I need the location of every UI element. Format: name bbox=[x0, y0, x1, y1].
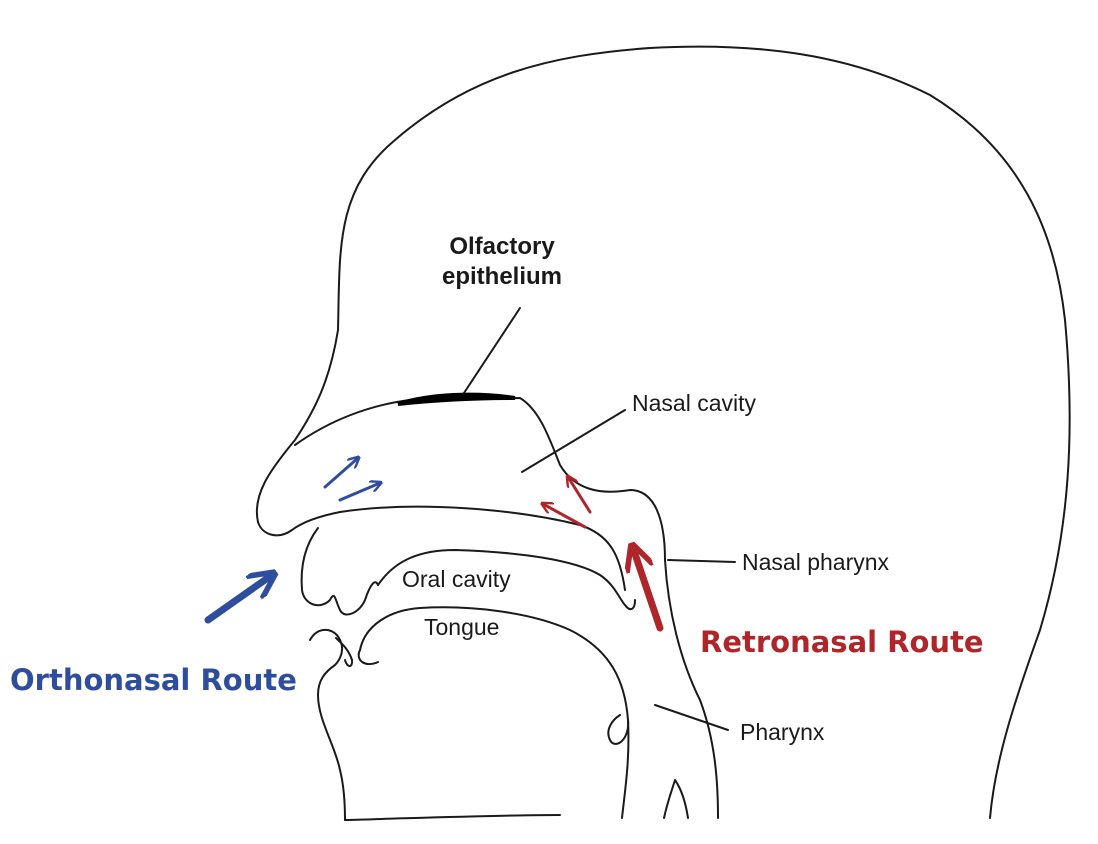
pharynx-label: Pharynx bbox=[740, 719, 825, 745]
lower-teeth bbox=[335, 637, 354, 667]
olfactory-epithelium-label: Olfactory epithelium bbox=[442, 232, 562, 292]
tongue-tip bbox=[357, 649, 379, 666]
olfactory-label-line2: epithelium bbox=[442, 263, 563, 290]
larynx-outline bbox=[663, 779, 689, 819]
nasal-cavity-label: Nasal cavity bbox=[632, 390, 756, 416]
orthonasal-route-label: Orthonasal Route bbox=[10, 663, 297, 697]
nasal-pharynx-label: Nasal pharynx bbox=[742, 549, 890, 575]
nostril-outline bbox=[257, 511, 341, 537]
pharynx-back-wall bbox=[664, 559, 719, 819]
throat-front bbox=[344, 814, 561, 821]
hard-palate-top bbox=[339, 505, 626, 591]
retronasal-main-arrow bbox=[633, 548, 664, 632]
palate-underside bbox=[377, 549, 636, 611]
orthonasal-main-arrow bbox=[204, 575, 272, 624]
pharynx-front-wall bbox=[621, 719, 630, 819]
tongue-outline bbox=[359, 606, 630, 745]
orthonasal-small-arrow-2 bbox=[338, 483, 380, 502]
leader-olfactory bbox=[461, 307, 521, 397]
retronasal-small-arrow-1 bbox=[568, 477, 592, 514]
olfactory-epithelium-patch bbox=[397, 392, 516, 406]
oral-cavity-label: Oral cavity bbox=[402, 566, 511, 592]
leader-nasal-cavity bbox=[521, 409, 626, 473]
orthonasal-small-arrow-1 bbox=[323, 458, 358, 489]
olfactory-label-line1: Olfactory bbox=[449, 233, 555, 260]
leader-nasal-pharynx bbox=[667, 559, 736, 563]
leader-pharynx bbox=[654, 704, 729, 731]
retronasal-small-arrow-2 bbox=[543, 504, 587, 529]
nasal-cavity-roof bbox=[294, 397, 666, 561]
lower-lip-chin bbox=[309, 628, 346, 821]
tongue-label: Tongue bbox=[424, 614, 500, 640]
head-outline bbox=[255, 45, 1071, 819]
upper-lip bbox=[300, 527, 379, 616]
retronasal-route-label: Retronasal Route bbox=[700, 625, 984, 659]
